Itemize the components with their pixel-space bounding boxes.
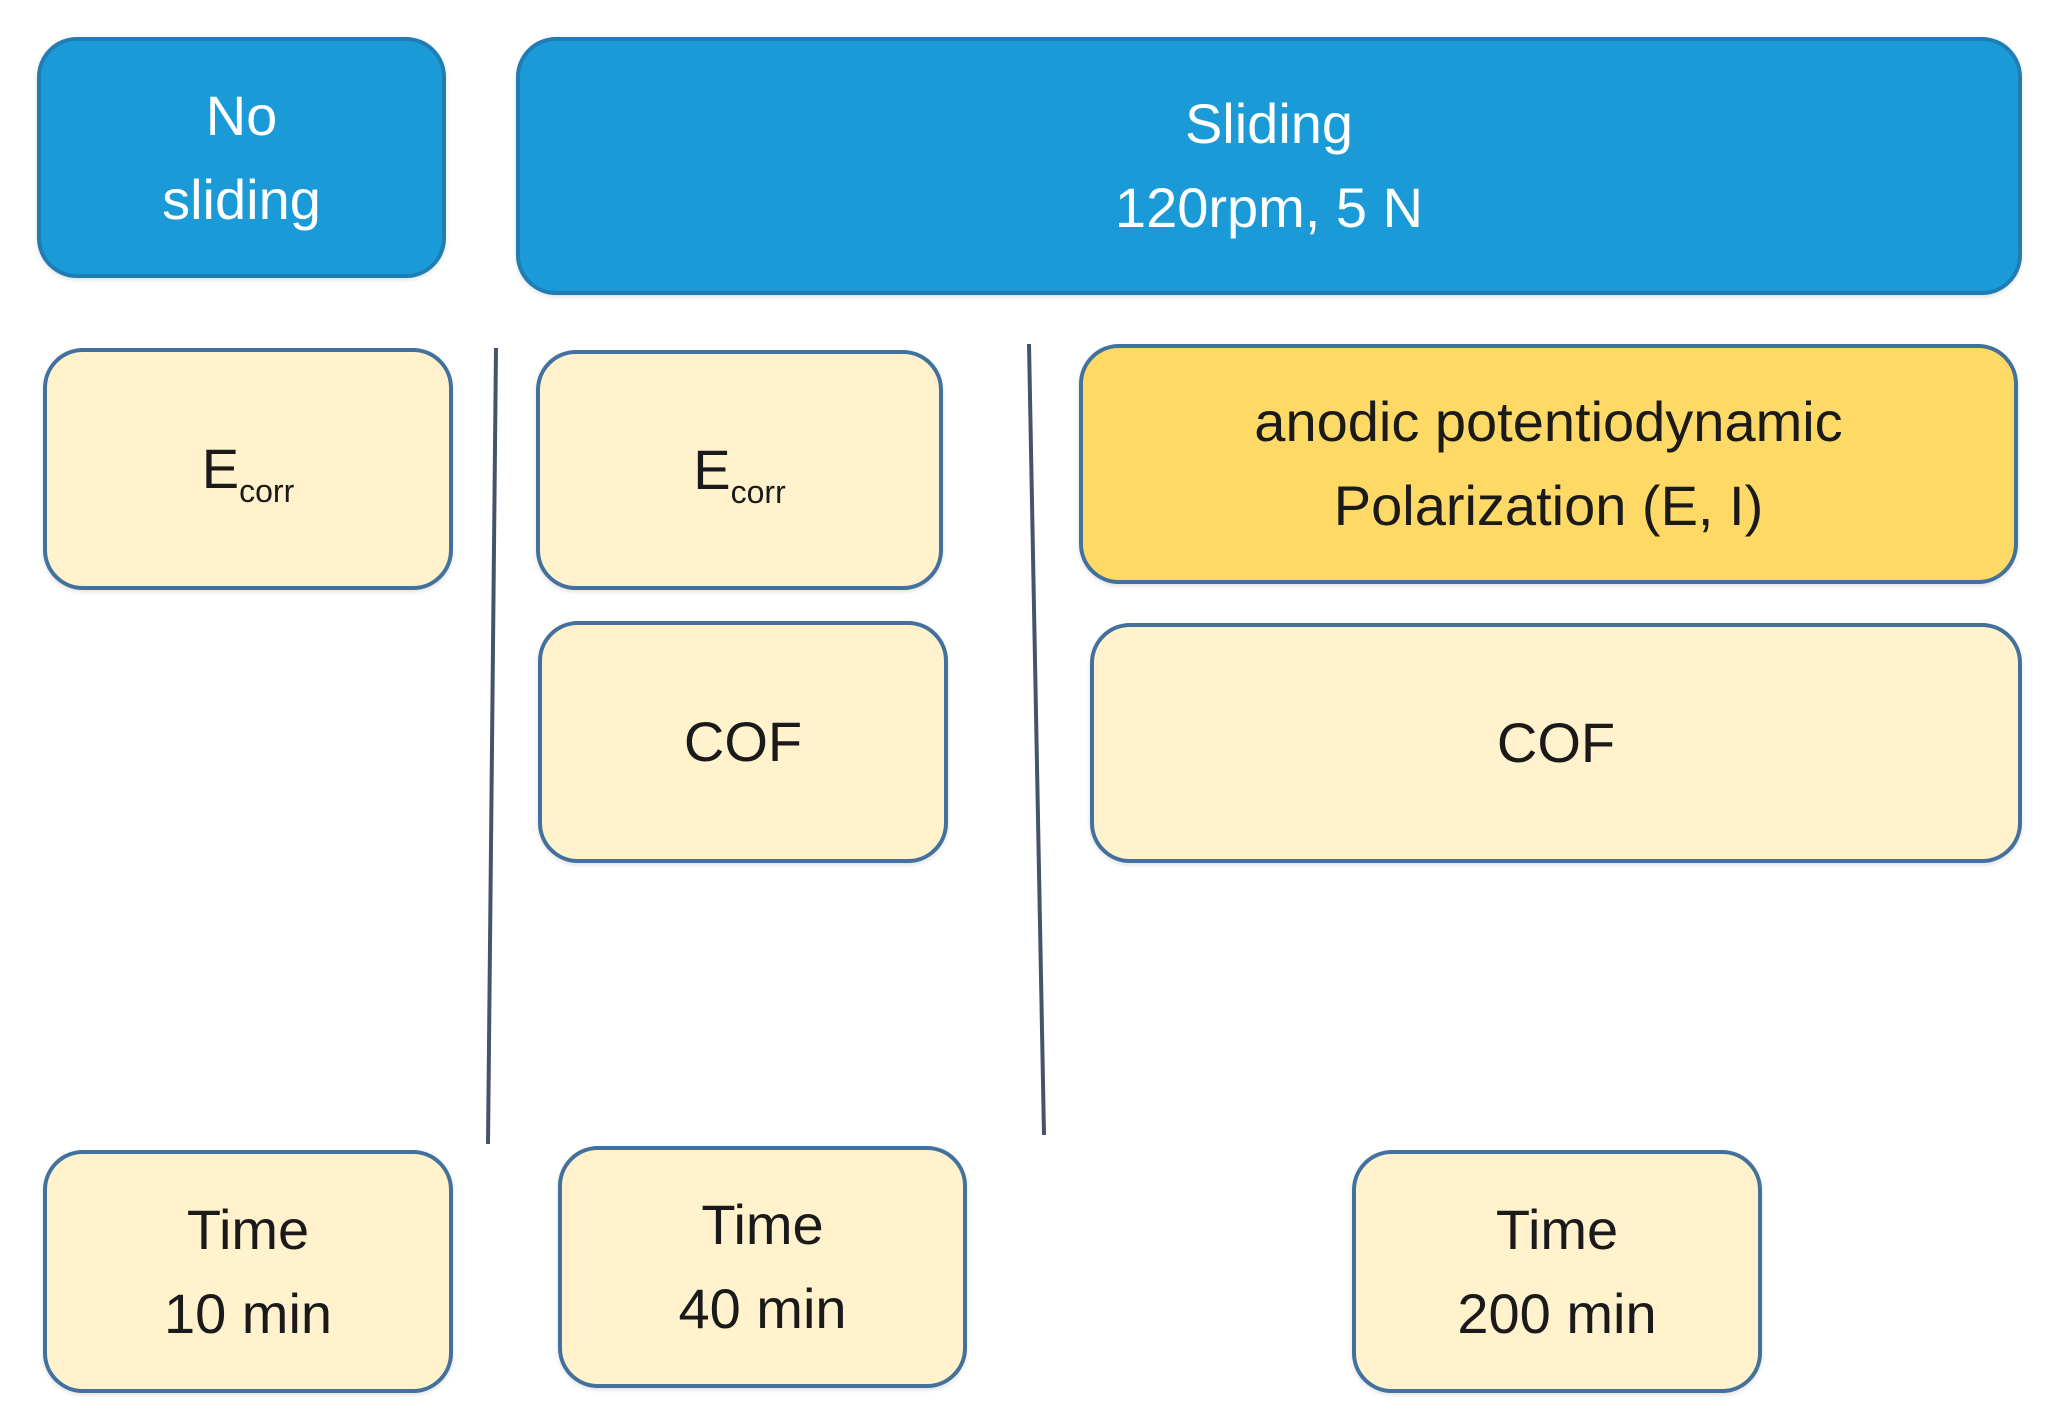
phase-sliding-line1: Sliding <box>1184 92 1354 155</box>
phase-sliding: Sliding 120rpm, 5 N <box>516 37 2022 295</box>
step3-time-duration: 200 min <box>1457 1281 1657 1345</box>
step2-ecorr-label: Ecorr <box>693 428 785 512</box>
phase-no-sliding-line1: No <box>205 83 278 147</box>
step3-cof-box: COF <box>1090 623 2022 863</box>
step1-ecorr-symbol: E <box>201 437 240 500</box>
step3-cof-label: COF <box>1496 711 1616 774</box>
step2-time-label: Time <box>701 1193 824 1256</box>
step1-ecorr-box: Ecorr <box>43 348 453 590</box>
step2-ecorr-symbol: E <box>693 438 731 501</box>
step3-polarization-line1: anodic potentiodynamic <box>1254 390 1843 453</box>
step1-time-label: Time <box>186 1197 310 1261</box>
divider-line-1 <box>486 347 498 1145</box>
step3-time-label: Time <box>1495 1197 1619 1261</box>
phase-no-sliding: No sliding <box>37 37 446 278</box>
step1-ecorr-label: Ecorr <box>202 427 294 511</box>
phase-no-sliding-line2: sliding <box>162 167 321 231</box>
step1-ecorr-subscript: corr <box>239 473 295 509</box>
step2-cof-label: COF <box>683 710 803 773</box>
step2-time-box: Time 40 min <box>558 1146 967 1388</box>
step1-time-duration: 10 min <box>163 1281 333 1345</box>
step1-time-box: Time 10 min <box>43 1150 453 1393</box>
step3-polarization-box: anodic potentiodynamic Polarization (E, … <box>1079 344 2018 584</box>
step3-polarization-line2: Polarization (E, I) <box>1333 474 1764 537</box>
step2-ecorr-subscript: corr <box>730 474 786 510</box>
step2-ecorr-box: Ecorr <box>536 350 943 590</box>
step2-time-duration: 40 min <box>678 1277 847 1340</box>
step2-cof-box: COF <box>538 621 948 863</box>
divider-line-2 <box>1027 343 1046 1136</box>
step3-time-box: Time 200 min <box>1352 1150 1762 1393</box>
phase-sliding-line2: 120rpm, 5 N <box>1114 176 1424 239</box>
